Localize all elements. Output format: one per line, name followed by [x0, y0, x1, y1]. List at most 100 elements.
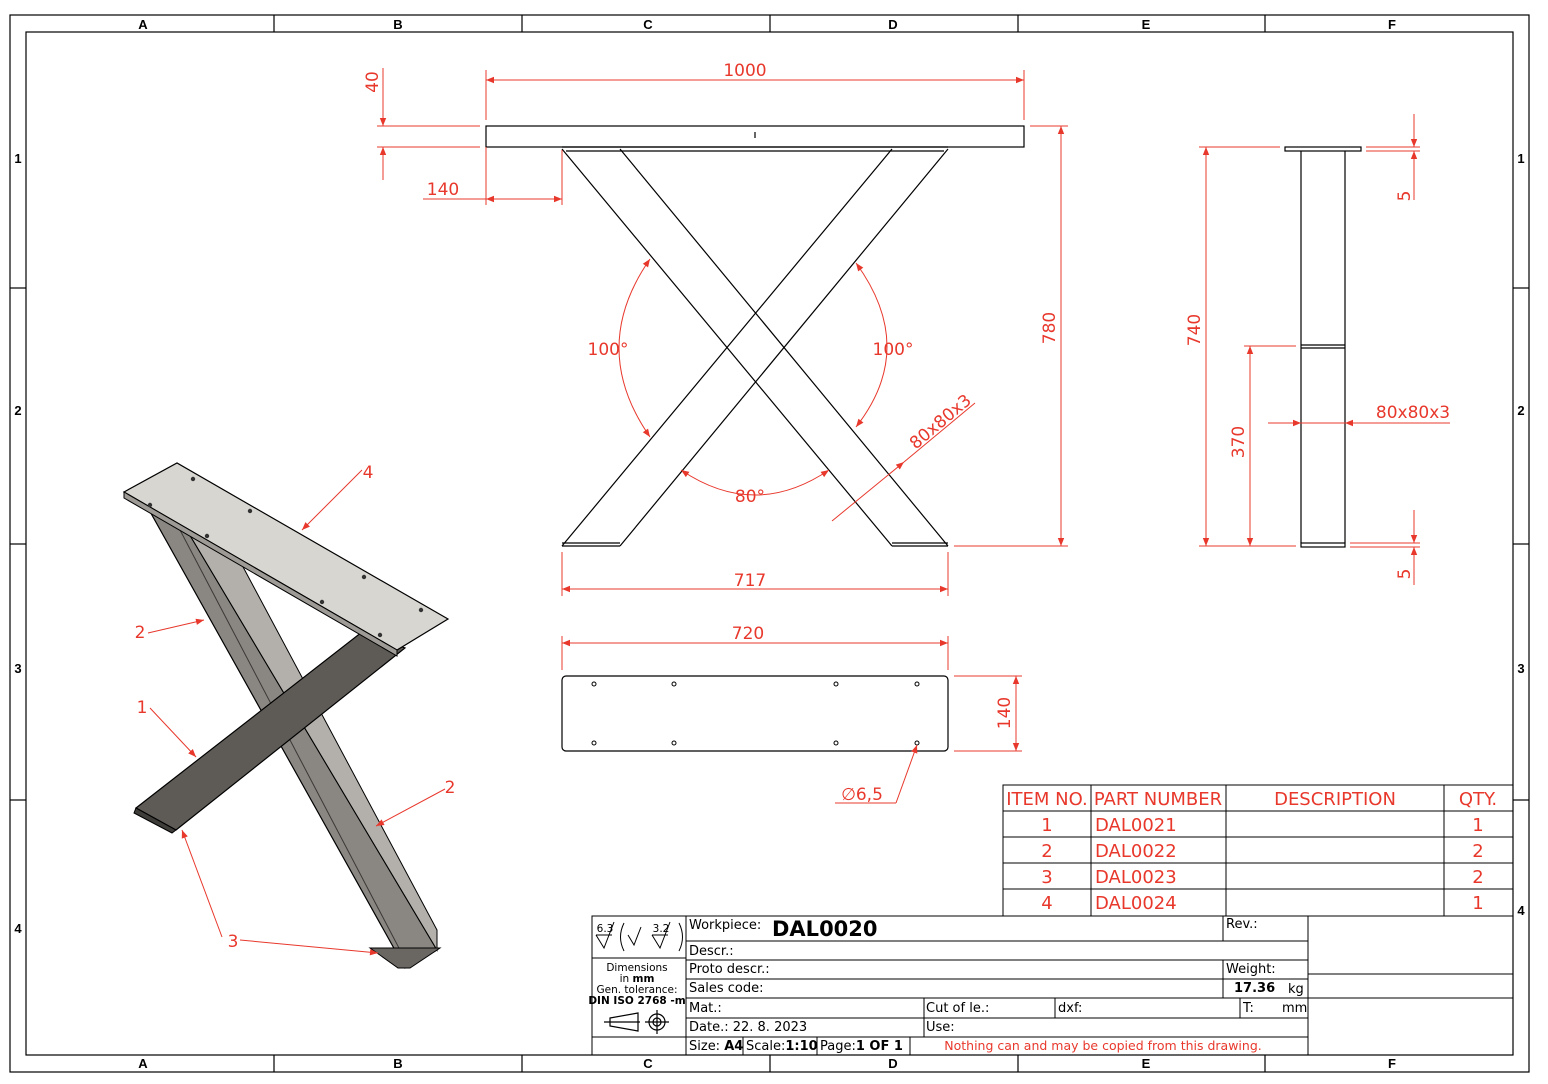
title-block: 6.3 3.2 Dimensions in mm Gen. tolerance:…: [588, 915, 1514, 1056]
iso-hole: [418, 607, 424, 613]
plate-hole: [833, 681, 839, 687]
angle-left: 100°: [588, 340, 629, 360]
iso-foot-right: [368, 947, 442, 969]
weight-value: 17.36: [1234, 981, 1275, 996]
bom-item-no: 1: [1041, 815, 1052, 836]
thickness-label: T:: [1242, 1001, 1254, 1016]
dim-base-width: 717: [734, 571, 766, 591]
roughness-symbol: [595, 921, 683, 952]
size-field: Size: A4: [689, 1039, 743, 1054]
iso-hole: [204, 533, 210, 539]
iso-plate-holes: [147, 476, 424, 638]
dxf-label: dxf:: [1058, 1001, 1082, 1016]
plate-hole: [914, 681, 920, 687]
zone-row-2-left: 2: [14, 403, 21, 418]
zone-col-c-bottom: C: [643, 1056, 653, 1071]
side-view: 740 370 80x80x3 5 5: [1185, 114, 1450, 585]
top-plate-dimensions: [561, 636, 1022, 804]
bom-table: ITEM NO. PART NUMBER DESCRIPTION QTY. 1 …: [1002, 784, 1514, 917]
scale-field: Scale:1:10: [746, 1039, 818, 1054]
zone-col-e-bottom: E: [1142, 1056, 1151, 1071]
bom-item-no: 2: [1041, 841, 1052, 862]
front-view: 1000 40 140 780 100° 100° 80° 80x80x3 71…: [363, 61, 1068, 596]
copyright-notice: Nothing can and may be copied from this …: [944, 1038, 1261, 1053]
side-profile-label: 80x80x3: [1376, 403, 1450, 423]
weight-label: Weight:: [1226, 962, 1276, 977]
zone-row-1-right: 1: [1517, 151, 1524, 166]
bom-item-no: 3: [1041, 867, 1052, 888]
iso-leaders: [147, 469, 446, 956]
thickness-unit: mm: [1282, 1001, 1307, 1016]
plate-hole: [671, 681, 677, 687]
zone-col-d-bottom: D: [888, 1056, 897, 1071]
rev-label: Rev.:: [1226, 917, 1258, 932]
bom-part-number: DAL0022: [1095, 841, 1177, 862]
iso-hole: [361, 574, 367, 580]
bom-qty: 1: [1472, 815, 1483, 836]
descr-label: Descr.:: [689, 944, 734, 959]
iso-top-plate-edge: [123, 491, 398, 657]
front-view-geometry: [485, 125, 1025, 547]
plate-hole: [591, 681, 597, 687]
weight-unit: kg: [1288, 982, 1304, 997]
angle-bottom: 80°: [735, 487, 765, 507]
plate-hole: [591, 740, 597, 746]
zone-row-3-right: 3: [1517, 661, 1524, 676]
zone-col-c-top: C: [643, 17, 653, 32]
bom-qty: 2: [1472, 841, 1483, 862]
front-profile-label: 80x80x3: [906, 391, 976, 454]
bom-header-item: ITEM NO.: [1006, 789, 1088, 810]
projection-symbol-icon: [604, 1010, 669, 1034]
tolerance-standard: DIN ISO 2768 -m: [588, 995, 685, 1007]
balloon-1: 1: [137, 698, 148, 718]
side-dim-plate-bottom: 5: [1395, 569, 1415, 580]
iso-foot-left: [133, 807, 177, 834]
bom-row: 3 DAL0023 2: [1041, 867, 1483, 888]
proto-descr-label: Proto descr.:: [689, 962, 770, 977]
top-plate-holes: [591, 681, 920, 746]
workpiece-value: DAL0020: [772, 917, 878, 941]
workpiece-label: Workpiece:: [689, 918, 761, 933]
bom-row: 1 DAL0021 1: [1041, 815, 1483, 836]
zone-row-4-left: 4: [14, 921, 22, 936]
zone-col-b-top: B: [393, 17, 402, 32]
iso-hole: [190, 476, 196, 482]
plate-hole: [914, 740, 920, 746]
balloon-3: 3: [228, 932, 239, 952]
zone-col-d-top: D: [888, 17, 897, 32]
angle-right: 100°: [873, 340, 914, 360]
plate-dim-length: 720: [732, 624, 764, 644]
side-dim-plate-top: 5: [1395, 191, 1415, 202]
tolerance-label: Gen. tolerance:: [596, 984, 677, 996]
zone-col-a-top: A: [138, 17, 148, 32]
roughness-alt: 3.2: [653, 923, 670, 935]
dim-height-780: 780: [1040, 312, 1060, 344]
material-label: Mat.:: [689, 1001, 722, 1016]
zone-row-4-right: 4: [1517, 903, 1525, 918]
plate-dim-width: 140: [995, 697, 1015, 729]
bom-part-number: DAL0021: [1095, 815, 1177, 836]
bom-qty: 2: [1472, 867, 1483, 888]
iso-top-plate: [122, 462, 450, 651]
zone-col-b-bottom: B: [393, 1056, 402, 1071]
bom-row: 4 DAL0024 1: [1041, 893, 1483, 914]
dimensions-label: Dimensions: [606, 962, 667, 974]
zone-letters-bottom: A B C D E F: [138, 1056, 1396, 1071]
zone-col-f-bottom: F: [1388, 1056, 1396, 1071]
bom-item-no: 4: [1041, 893, 1052, 914]
roughness-main: 6.3: [597, 923, 614, 935]
dim-offset: 140: [427, 180, 459, 200]
zone-numbers-left: 1 2 3 4: [14, 151, 22, 936]
zone-row-2-right: 2: [1517, 403, 1524, 418]
balloon-2-lower: 2: [445, 778, 456, 798]
zone-col-e-top: E: [1142, 17, 1151, 32]
top-plate-outline: [561, 675, 949, 752]
use-label: Use:: [926, 1020, 955, 1035]
side-dim-height: 740: [1185, 314, 1205, 346]
page-field: Page:1 OF 1: [820, 1039, 903, 1054]
plate-hole: [833, 740, 839, 746]
bom-header-desc: DESCRIPTION: [1274, 789, 1396, 810]
bom-part-number: DAL0023: [1095, 867, 1177, 888]
plate-hole: [671, 740, 677, 746]
